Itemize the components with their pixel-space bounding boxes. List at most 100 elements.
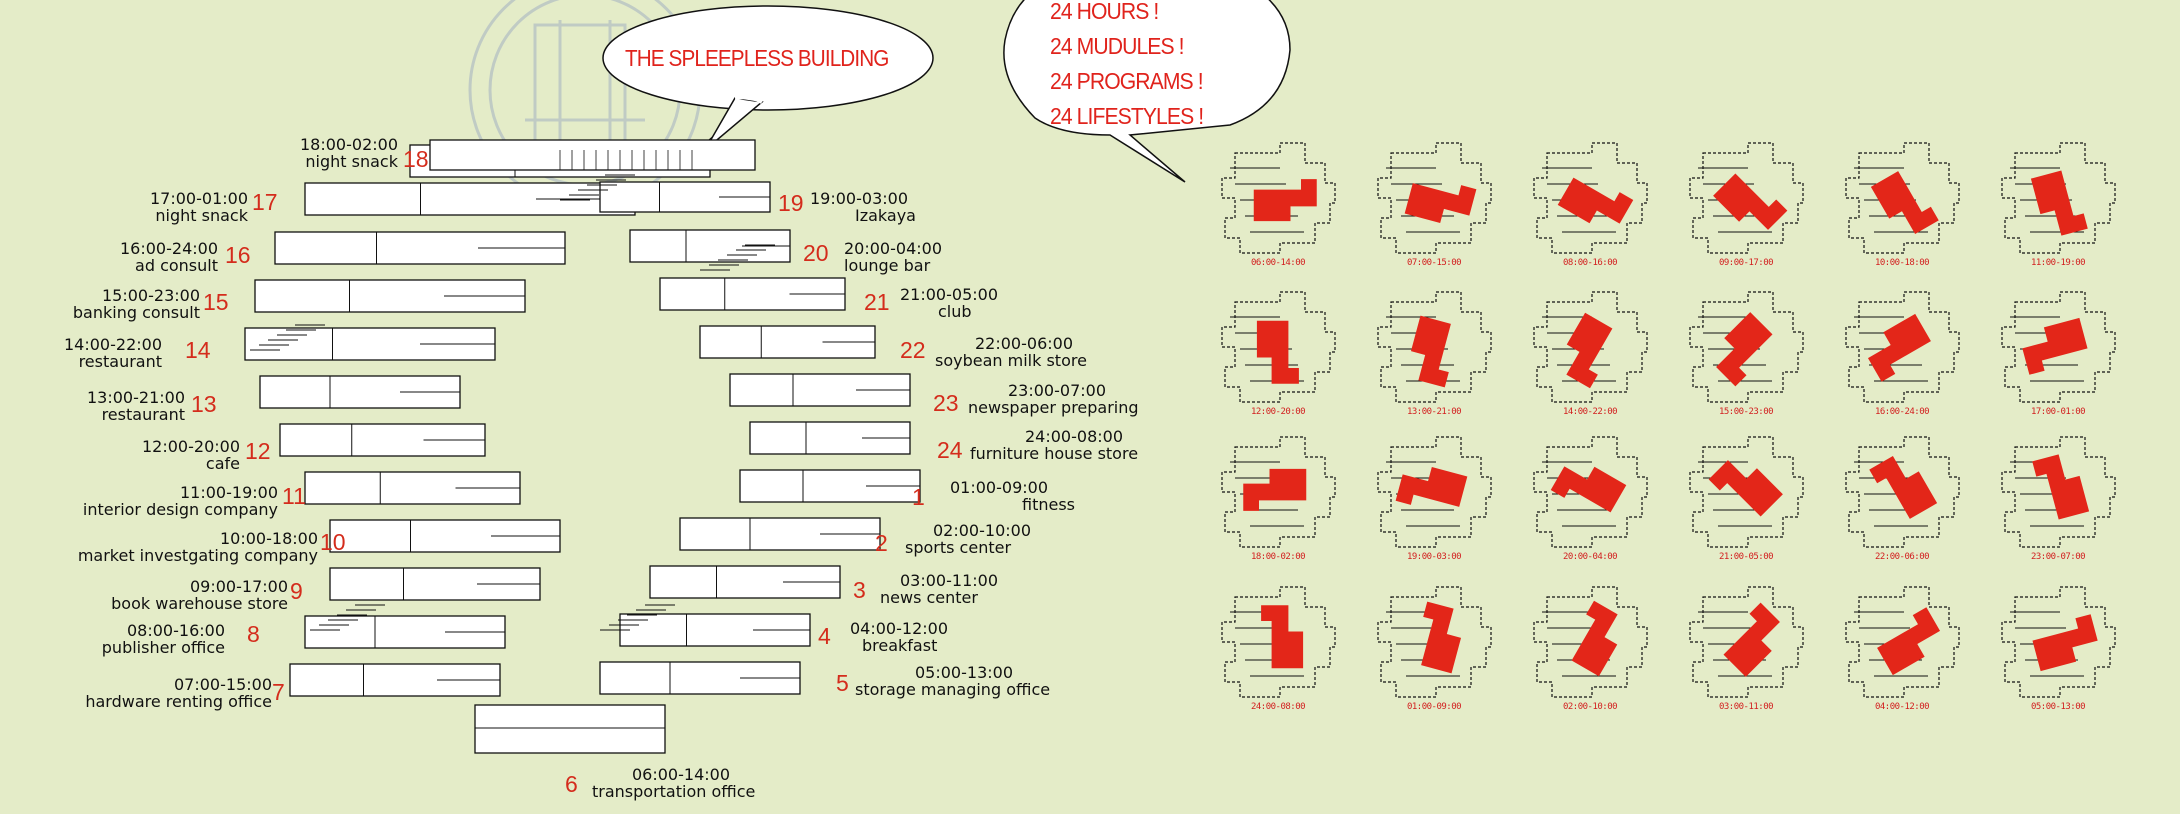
program-number: 20 <box>803 240 829 266</box>
program-number: 5 <box>836 670 849 696</box>
thumbnail <box>1533 291 1648 403</box>
thumbnail <box>1533 142 1648 254</box>
active-floors-highlight <box>1395 466 1468 507</box>
thumbnail <box>1845 142 1960 254</box>
thumbnail-outline <box>1845 586 1960 698</box>
thumbnail-caption: 21:00-05:00 <box>1718 552 1774 562</box>
tagline-line: 24 PROGRAMS ! <box>1050 68 1204 94</box>
program-number: 17 <box>252 189 278 215</box>
thumbnail-outline <box>1221 586 1336 698</box>
thumbnail-caption: 19:00-03:00 <box>1406 552 1462 562</box>
top-bridge <box>429 139 756 171</box>
title-bubble <box>602 5 934 151</box>
tagline-line: 24 MUDULES ! <box>1050 33 1185 59</box>
active-floors-highlight <box>1867 313 1931 382</box>
active-floors-highlight <box>1550 466 1627 513</box>
active-floors-highlight <box>1256 320 1299 384</box>
program-number: 6 <box>565 771 578 797</box>
thumbnail-outline <box>2001 586 2116 698</box>
thumbnail-caption: 16:00-24:00 <box>1874 407 1930 417</box>
thumbnail-grid <box>1221 142 2116 698</box>
thumbnail-caption: 11:00-19:00 <box>2030 258 2086 268</box>
program-number: 9 <box>290 578 303 604</box>
thumbnail-caption: 09:00-17:00 <box>1718 258 1774 268</box>
thumbnail <box>1377 142 1492 254</box>
thumbnail-outline <box>1845 142 1960 254</box>
program-number: 10 <box>320 529 346 555</box>
program-number: 3 <box>853 577 866 603</box>
active-floors-highlight <box>1708 460 1783 517</box>
active-floors-highlight <box>1723 602 1780 677</box>
active-floors-highlight <box>1261 605 1304 669</box>
thumbnail-outline <box>2001 436 2116 548</box>
thumbnail-caption: 24:00-08:00 <box>1250 702 1306 712</box>
thumbnail-outline <box>1845 436 1960 548</box>
thumbnail <box>1689 291 1804 403</box>
thumbnail <box>1221 142 1336 254</box>
program-number: 19 <box>778 190 804 216</box>
thumbnail <box>1221 586 1336 698</box>
thumbnail-caption: 23:00-07:00 <box>2030 552 2086 562</box>
thumbnail-outline <box>2001 291 2116 403</box>
active-floors-highlight <box>2032 614 2098 672</box>
building-title: THE SPLEEPLESS BUILDING <box>625 45 889 71</box>
thumbnail-caption: 15:00-23:00 <box>1718 407 1774 417</box>
program-number: 4 <box>818 623 831 649</box>
program-number: 11 <box>282 483 306 509</box>
thumbnail-outline <box>1845 291 1960 403</box>
program-number: 8 <box>247 621 260 647</box>
thumbnail-outline <box>2001 142 2116 254</box>
thumbnail-caption: 12:00-20:00 <box>1250 407 1306 417</box>
program-number: 18 <box>403 146 429 172</box>
program-number: 16 <box>225 242 251 268</box>
base-slab <box>474 704 666 754</box>
active-floors-highlight <box>1713 173 1788 230</box>
program-number: 24 <box>937 437 963 463</box>
program-number: 1 <box>912 484 925 510</box>
thumbnail-outline <box>1377 291 1492 403</box>
active-floors-highlight <box>1870 171 1939 235</box>
thumbnail <box>1377 586 1492 698</box>
thumbnail-caption: 08:00-16:00 <box>1562 258 1618 268</box>
tagline-line: 24 HOURS ! <box>1050 0 1159 24</box>
thumbnail-outline <box>1533 291 1648 403</box>
thumbnail <box>1221 436 1336 548</box>
active-floors-highlight <box>1571 600 1618 677</box>
thumbnail-caption: 04:00-12:00 <box>1874 702 1930 712</box>
thumbnail <box>1845 436 1960 548</box>
thumbnail-outline <box>1221 291 1336 403</box>
active-floors-highlight <box>1243 468 1307 511</box>
thumbnail <box>1377 291 1492 403</box>
thumbnail-outline <box>1533 436 1648 548</box>
thumbnail-caption: 02:00-10:00 <box>1562 702 1618 712</box>
thumbnail-outline <box>1221 142 1336 254</box>
active-floors-highlight <box>1253 179 1317 222</box>
tagline-bubble <box>1003 0 1291 183</box>
program-number: 12 <box>245 438 271 464</box>
thumbnail <box>1845 291 1960 403</box>
thumbnail-caption: 01:00-09:00 <box>1406 702 1462 712</box>
active-floors-highlight <box>1404 183 1477 224</box>
thumbnail <box>1533 436 1648 548</box>
program-number: 2 <box>875 530 888 556</box>
tagline: 24 HOURS ! 24 MUDULES ! 24 PROGRAMS ! 24… <box>1050 0 1204 134</box>
thumbnail-caption: 10:00-18:00 <box>1874 258 1930 268</box>
tagline-line: 24 LIFESTYLES ! <box>1050 103 1204 129</box>
thumbnail-outline <box>1221 436 1336 548</box>
program-number: 23 <box>933 390 959 416</box>
program-number: 14 <box>185 337 211 363</box>
